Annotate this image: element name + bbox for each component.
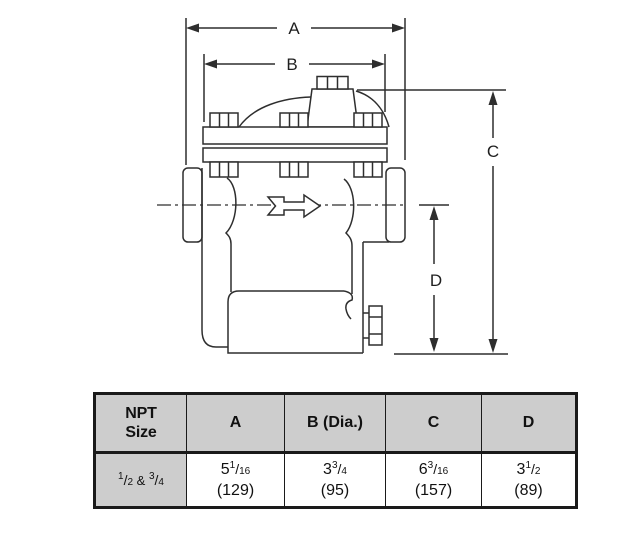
col-header-b: B (Dia.) [284, 393, 386, 454]
dimension-b: B [203, 54, 386, 122]
dimensions-table: NPT Size A B (Dia.) C D 1/2 & 3/4 51/16 … [93, 392, 578, 509]
cell-b: 33/4 (95) [284, 452, 386, 508]
dome-left-curve [238, 96, 312, 128]
cell-npt-size: 1/2 & 3/4 [94, 452, 187, 508]
left-socket-curve [224, 177, 237, 292]
steam-trap-dimension-drawing: A B C D [157, 18, 508, 355]
cell-a-metric: (129) [216, 481, 255, 499]
dim-label-c: C [487, 142, 499, 161]
bonnet-cap [306, 88, 359, 128]
col-header-a: A [186, 393, 285, 454]
left-body-wall [201, 168, 228, 348]
valve-body [182, 75, 406, 354]
drain-plug [363, 305, 383, 346]
flow-direction-arrow-icon [266, 193, 322, 219]
cell-d-metric: (89) [514, 481, 543, 499]
flange-bolts-bottom [209, 161, 383, 178]
chamber-notch-curl [343, 290, 354, 320]
dimension-d: D [419, 204, 449, 352]
dim-label-d: D [430, 271, 442, 290]
col-header-c: C [385, 393, 482, 454]
cell-b-metric: (95) [320, 481, 350, 499]
table-row: 1/2 & 3/4 51/16 (129) 33/4 (95) 63/16 (1… [94, 452, 577, 508]
bucket-chamber [227, 290, 363, 354]
dimensions-table-wrap: NPT Size A B (Dia.) C D 1/2 & 3/4 51/16 … [93, 392, 578, 509]
right-socket-curve [343, 178, 355, 294]
col-header-npt-size: NPT Size [94, 393, 187, 454]
cell-c-metric: (157) [414, 481, 453, 499]
dim-label-b: B [286, 55, 297, 74]
col-header-d: D [481, 393, 577, 454]
top-nut [316, 75, 349, 90]
flange-bolts-top [209, 112, 383, 128]
dim-label-a: A [288, 19, 300, 38]
table-header-row: NPT Size A B (Dia.) C D [94, 393, 577, 454]
cell-c: 63/16 (157) [385, 452, 482, 508]
dimension-a: A [185, 18, 406, 165]
dome-right-curve [355, 90, 390, 128]
flange-lower-plate [202, 147, 388, 163]
flange-upper-plate [202, 126, 388, 145]
dimension-c: C [357, 89, 508, 355]
cell-a: 51/16 (129) [186, 452, 285, 508]
cell-d: 31/2 (89) [481, 452, 577, 508]
